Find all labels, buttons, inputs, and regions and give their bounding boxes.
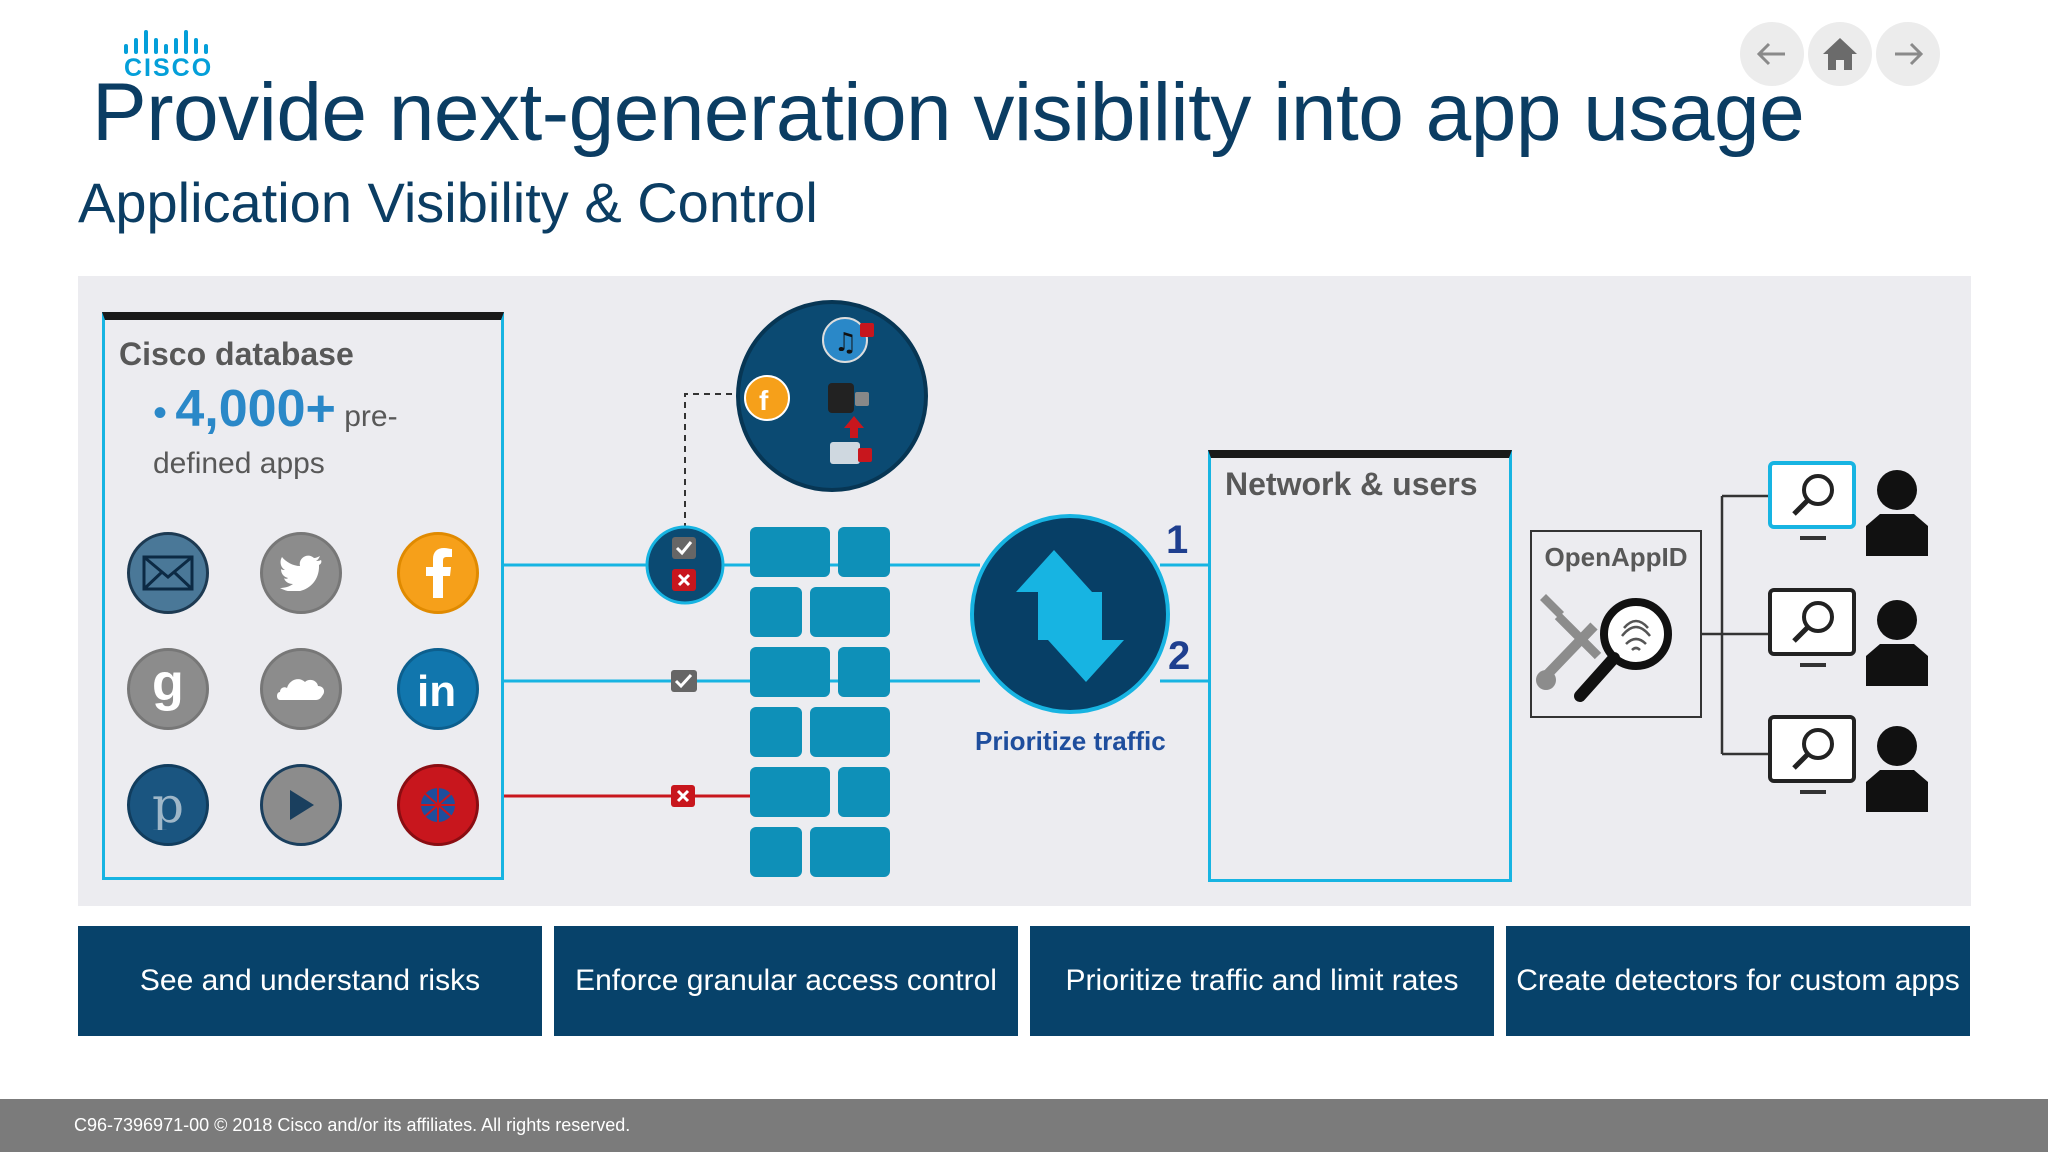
openappid-box: OpenAppID (1530, 530, 1702, 718)
cisco-database-box: Cisco database • 4,000+ pre-defined apps… (102, 312, 504, 880)
cisco-wordmark: CISCO (124, 54, 214, 82)
app-detail-circle: ♫ f (736, 300, 928, 492)
home-icon (1823, 38, 1857, 70)
cloud-app (260, 648, 342, 730)
database-title: Cisco database (119, 336, 354, 372)
twitter-app (260, 532, 342, 614)
play-icon (290, 790, 314, 820)
twitter-icon (280, 555, 322, 591)
page-subtitle: Application Visibility & Control (78, 171, 818, 234)
person-icon-group (1866, 470, 1928, 812)
prioritize-traffic-icon (970, 514, 1170, 714)
linkedin-app: in (397, 648, 479, 730)
home-button[interactable] (1808, 22, 1872, 86)
mail-app (127, 532, 209, 614)
network-users-box: Network & users (1208, 450, 1512, 882)
malware-icon (419, 786, 457, 824)
block-x-icon (671, 785, 695, 807)
cloud-icon (277, 679, 325, 700)
cisco-bars-icon (124, 30, 208, 54)
app-count-suffix: pre-defined apps (153, 400, 398, 480)
detector-1-icon (1768, 461, 1856, 540)
app-count-bullet: • 4,000+ pre-defined apps (153, 376, 493, 483)
svg-text:in: in (417, 668, 456, 710)
copyright-text: C96-7396971-00 © 2018 Cisco and/or its a… (74, 1115, 631, 1135)
svg-text:f: f (759, 385, 769, 416)
forward-button[interactable] (1876, 22, 1940, 86)
openappid-title: OpenAppID (1544, 542, 1688, 572)
svg-text:♫: ♫ (834, 328, 857, 358)
google-icon: g (152, 662, 184, 712)
facebook-app (397, 532, 479, 614)
path-2-number: 2 (1168, 634, 1191, 678)
malware-app (397, 764, 479, 846)
network-users-title: Network & users (1225, 466, 1478, 502)
svg-text:g: g (152, 662, 184, 712)
video-app (260, 764, 342, 846)
detector-2-icon (1768, 588, 1856, 667)
mail-icon (142, 555, 194, 591)
svg-text:p: p (152, 780, 184, 830)
feature-see-risks: See and understand risks (78, 926, 542, 1036)
openappid-tools-icon (1536, 594, 1672, 702)
linkedin-icon: in (417, 668, 456, 710)
app-count: 4,000+ (175, 380, 336, 438)
dashed-connector (684, 393, 738, 540)
facebook-icon (426, 548, 452, 598)
pinterest-app: p (127, 764, 209, 846)
allow-check-icon (671, 670, 697, 692)
feature-prioritize-traffic: Prioritize traffic and limit rates (1030, 926, 1494, 1036)
google-app: g (127, 648, 209, 730)
feature-access-control: Enforce granular access control (554, 926, 1018, 1036)
page-title: Provide next-generation visibility into … (92, 67, 1805, 158)
cisco-logo: CISCO (118, 28, 228, 82)
arrow-right-icon (1895, 42, 1924, 66)
back-button[interactable] (1740, 22, 1804, 86)
detector-3-icon (1768, 715, 1856, 794)
feature-custom-detectors: Create detectors for custom apps (1506, 926, 1970, 1036)
detector-connector (1700, 494, 1768, 756)
bullet-dot: • (153, 391, 168, 435)
firewall-icon (750, 527, 890, 877)
path-1-number: 1 (1166, 518, 1189, 562)
app-control-node (645, 525, 725, 605)
footer-bar: C96-7396971-00 © 2018 Cisco and/or its a… (0, 1099, 2048, 1152)
arrow-left-icon (1756, 42, 1785, 66)
prioritize-traffic-label: Prioritize traffic (975, 726, 1166, 756)
pinterest-icon: p (152, 780, 184, 830)
